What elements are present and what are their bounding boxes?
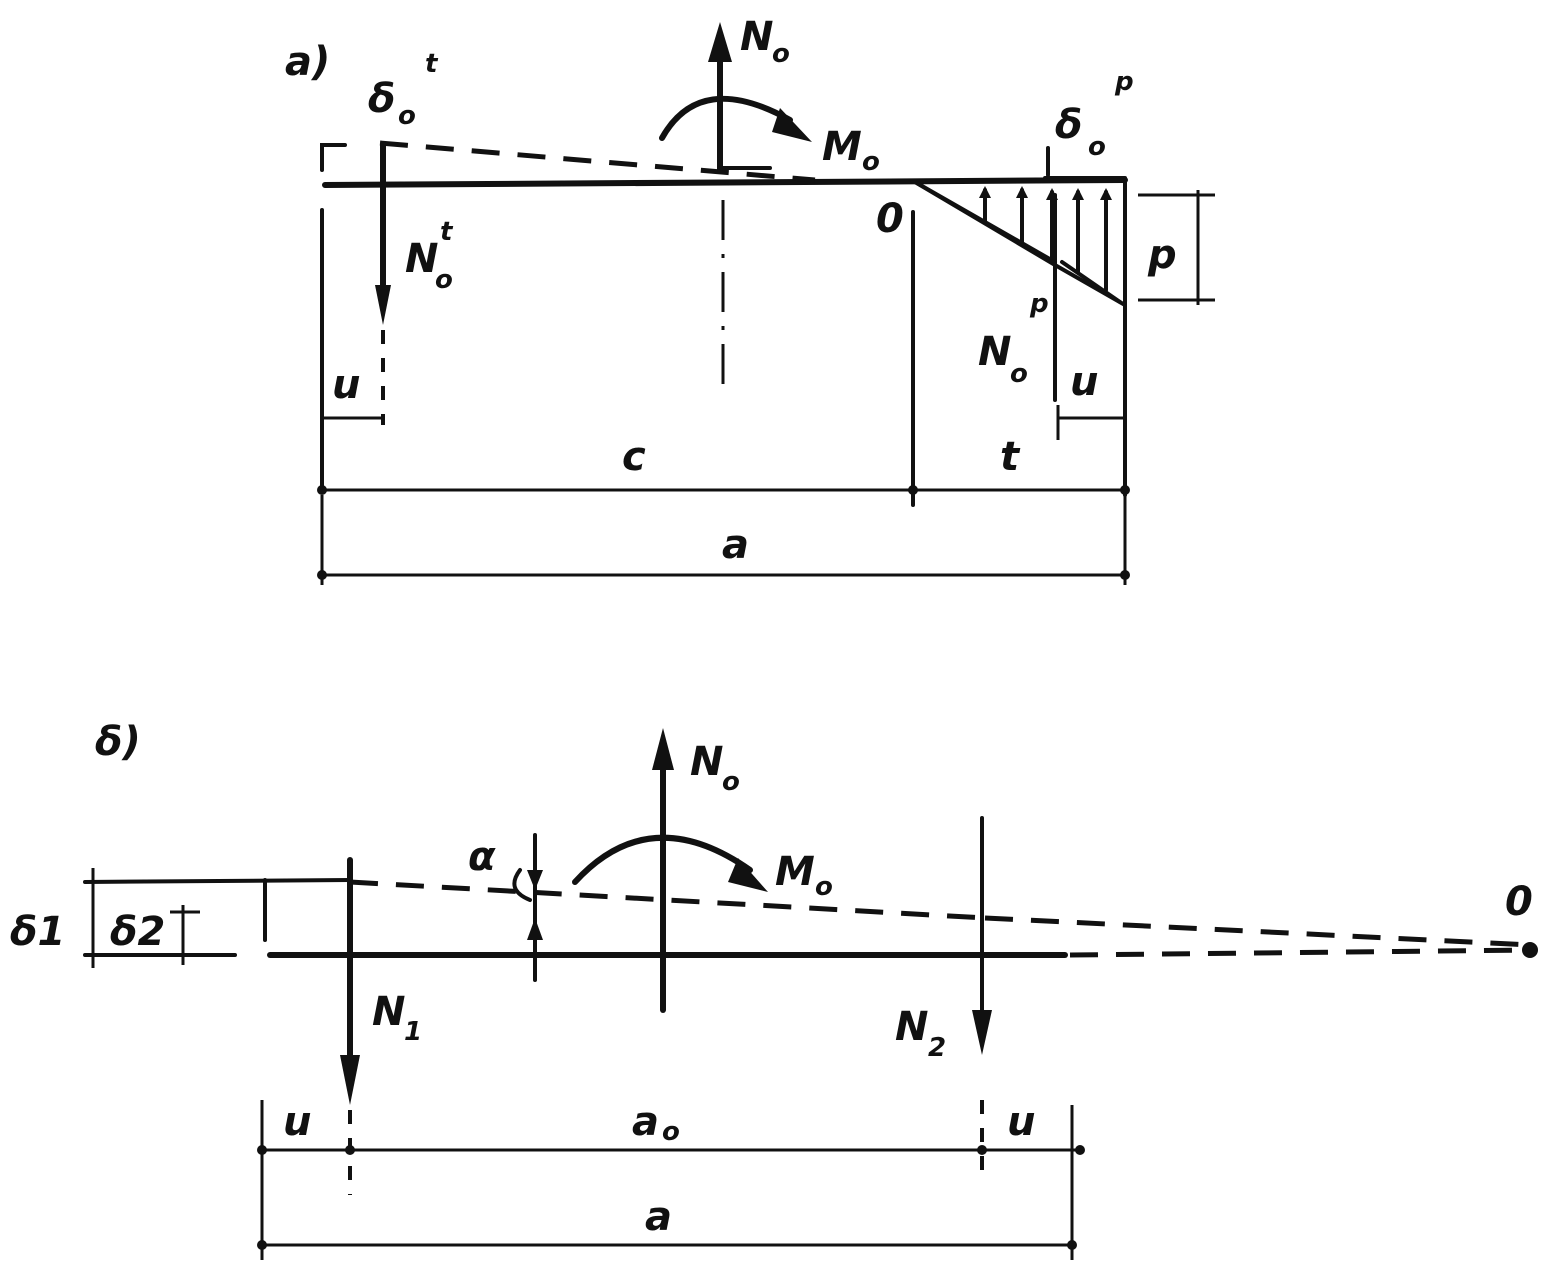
delta-t-label: δ [368,76,395,122]
a0-label: a [632,1099,659,1145]
u-right-label: u [1070,359,1098,405]
pressure-arrows [979,186,1112,292]
Np-superscript: p [1029,289,1049,319]
Np-label: N [978,329,1011,375]
N0-subscript: o [772,39,790,69]
u-a0-dim-tick-left [257,1145,267,1155]
Np-subscript: o [1010,359,1028,389]
Nt-arrow-head [375,285,391,325]
a-label-b: a [645,1194,672,1240]
a-label: a [722,522,749,568]
alpha-angle-arc [512,868,532,902]
delta2-label: δ2 [110,909,165,955]
delta-t-subscript: o [398,101,416,131]
Nt-label: N [405,236,438,282]
M0-arrow-head [772,108,812,142]
panel-b: δ) 0 δ1 δ2 N 1 α N o [10,719,1538,1260]
M0-subscript-b: o [815,872,833,902]
alpha-arrow-up [527,918,543,940]
N2-label: N [895,1004,928,1050]
foundation-corner-mark [320,143,347,172]
M0-subscript: o [862,147,880,177]
M0-arrow-head-b [728,858,768,892]
N1-arrow-head [340,1055,360,1105]
u-a0-dim-tick-right [1075,1145,1085,1155]
N0-label: N [740,14,773,60]
zero-point-label-b: 0 [1505,879,1533,925]
N1-subscript: 1 [404,1017,422,1047]
Nt-superscript: t [440,217,454,247]
N0-arrow-head-b [652,728,674,770]
u-left-label-b: u [283,1099,311,1145]
settlement-line [379,140,816,183]
N2-subscript: 2 [928,1033,946,1063]
ct-dim-tick-left [317,485,327,495]
panel-a: a) N o M o δ o t δ o p N [285,14,1215,585]
delta-t-superscript: t [425,49,439,79]
c-label: c [622,434,646,480]
Nt-subscript: o [435,265,453,295]
alpha-label: α [468,834,496,880]
delta-p-label: δ [1055,102,1082,148]
panel-b-label: δ) [95,719,141,765]
N0-subscript-b: o [722,767,740,797]
delta-p-superscript: p [1114,67,1134,97]
u-a0-dim-tick-1 [345,1145,355,1155]
u-right-label-b: u [1007,1099,1035,1145]
p-label: p [1147,232,1177,278]
u-left-label: u [332,362,360,408]
reference-top-line [83,878,352,884]
N2-arrow-head [972,1010,992,1055]
rotation-point [1522,942,1538,958]
ct-dim-tick-right [1120,485,1130,495]
alpha-arrow-down [527,870,543,890]
M0-label: M [822,124,862,170]
N0-arrow-head [708,22,732,62]
M0-label-b: M [775,849,815,895]
a-dim-tick-right [1120,570,1130,580]
base-dashed-extension [1069,947,1536,958]
t-label: t [1000,434,1021,480]
ct-dim-tick-mid [908,485,918,495]
delta1-label: δ1 [10,909,65,955]
M0-moment-arc [659,95,793,141]
N0-label-b: N [690,739,723,785]
pressure-slope-2 [1060,260,1122,304]
tilted-line-extension [984,915,1531,948]
panel-a-label: a) [285,39,330,85]
zero-point-label: 0 [876,196,904,242]
delta-p-subscript: o [1088,132,1106,162]
tilted-line [349,879,986,921]
M0-moment-arc-b [572,834,753,885]
a-dim-tick-right-b [1067,1240,1077,1250]
a-dim-tick-left-b [257,1240,267,1250]
a-dim-tick-left [317,570,327,580]
u-a0-dim-tick-2 [977,1145,987,1155]
N1-label: N [372,989,405,1035]
a0-subscript: o [662,1117,680,1147]
